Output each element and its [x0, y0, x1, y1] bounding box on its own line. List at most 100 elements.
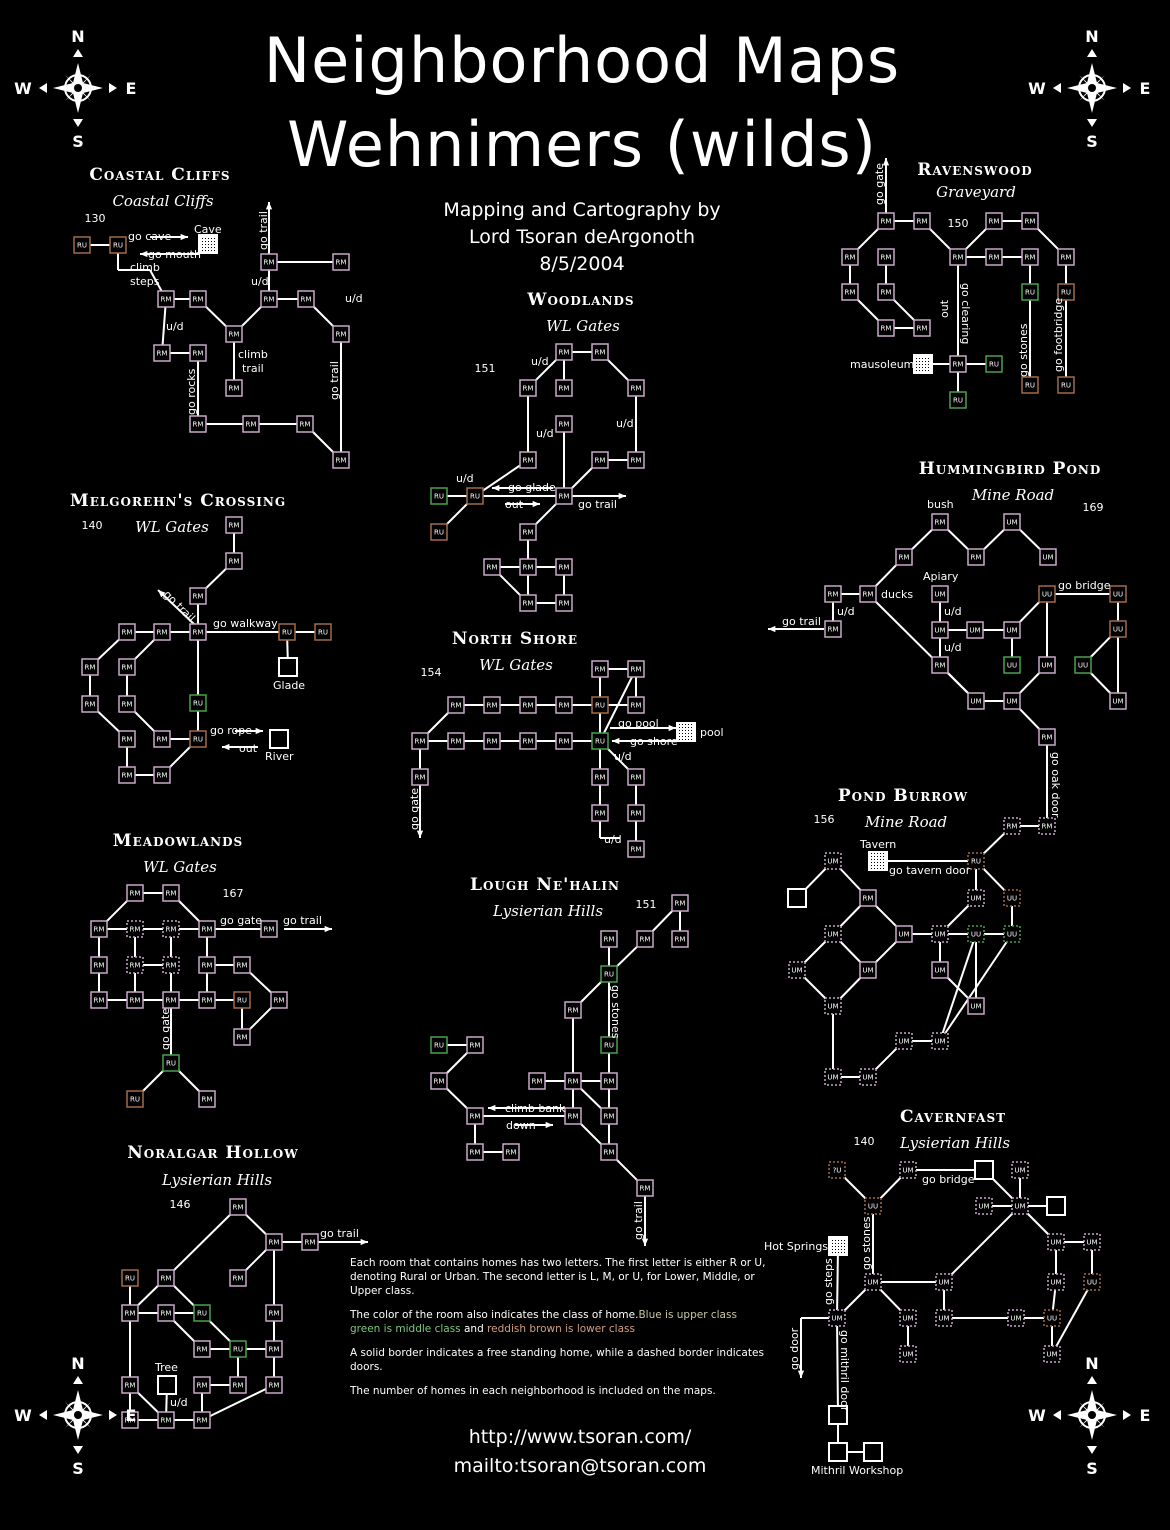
- room-ru[interactable]: RU: [278, 623, 296, 641]
- room-rm[interactable]: RM: [189, 344, 207, 362]
- room-ru[interactable]: RU: [121, 1269, 139, 1287]
- room-rm[interactable]: RM: [591, 804, 609, 822]
- room-rm[interactable]: RM: [931, 513, 949, 531]
- room-um[interactable]: UM: [1038, 656, 1056, 674]
- room-rm[interactable]: RM: [519, 696, 537, 714]
- room-ru[interactable]: RU: [466, 487, 484, 505]
- room-uu[interactable]: UU: [1109, 620, 1127, 638]
- room-rm[interactable]: RM: [627, 768, 645, 786]
- room-rm[interactable]: RM: [985, 248, 1003, 266]
- room-rm[interactable]: RM: [1057, 248, 1075, 266]
- room-rm[interactable]: RM: [189, 290, 207, 308]
- room-rm[interactable]: RM: [564, 1001, 582, 1019]
- room-rm[interactable]: RM: [555, 594, 573, 612]
- room-um[interactable]: UM: [967, 692, 985, 710]
- room-rm[interactable]: RM: [229, 1376, 247, 1394]
- room-rm[interactable]: RM: [121, 1376, 139, 1394]
- room-um[interactable]: UM: [1003, 513, 1021, 531]
- room-rm[interactable]: RM: [126, 884, 144, 902]
- room-rm[interactable]: RM: [225, 379, 243, 397]
- room-rm[interactable]: RM: [627, 696, 645, 714]
- room-rm[interactable]: RM: [466, 1107, 484, 1125]
- room-um[interactable]: UM: [931, 621, 949, 639]
- room-um[interactable]: UM: [1109, 692, 1127, 710]
- room-rm[interactable]: RM: [502, 1143, 520, 1161]
- room-rm[interactable]: RM: [913, 212, 931, 230]
- room-rm[interactable]: RM: [877, 212, 895, 230]
- room-rm[interactable]: RM: [1038, 728, 1056, 746]
- tree-home[interactable]: [157, 1375, 177, 1395]
- room-rm[interactable]: RM: [332, 451, 350, 469]
- room-rm[interactable]: RM: [121, 1411, 139, 1429]
- room-uu[interactable]: UU: [864, 1197, 882, 1215]
- room-rm[interactable]: RM: [162, 956, 180, 974]
- room-rm[interactable]: RM: [627, 451, 645, 469]
- room-rm[interactable]: RM: [157, 290, 175, 308]
- room-rm[interactable]: RM: [564, 1072, 582, 1090]
- room-ru[interactable]: RU: [591, 696, 609, 714]
- room-rm[interactable]: RM: [859, 585, 877, 603]
- room-rm[interactable]: RM: [627, 804, 645, 822]
- room-rm[interactable]: RM: [157, 1304, 175, 1322]
- room-ru[interactable]: RU: [126, 1090, 144, 1108]
- room-um[interactable]: UM: [967, 997, 985, 1015]
- room-rm[interactable]: RM: [447, 732, 465, 750]
- room-rm[interactable]: RM: [301, 1233, 319, 1251]
- room-rm[interactable]: RM: [265, 1233, 283, 1251]
- glade-home[interactable]: [278, 657, 298, 677]
- room-um[interactable]: UM: [824, 925, 842, 943]
- cave-icon[interactable]: [198, 234, 218, 254]
- room-rm[interactable]: RM: [555, 696, 573, 714]
- room-rm[interactable]: RM: [967, 548, 985, 566]
- room-uu[interactable]: UU: [1003, 889, 1021, 907]
- room-unknown[interactable]: ?U: [828, 1161, 846, 1179]
- room-rm[interactable]: RM: [118, 766, 136, 784]
- room-rm[interactable]: RM: [859, 889, 877, 907]
- room-rm[interactable]: RM: [153, 344, 171, 362]
- room-rm[interactable]: RM: [296, 415, 314, 433]
- room-rm[interactable]: RM: [877, 248, 895, 266]
- room-rm[interactable]: RM: [198, 920, 216, 938]
- room-rm[interactable]: RM: [877, 283, 895, 301]
- room-um[interactable]: UM: [859, 1068, 877, 1086]
- room-rm[interactable]: RM: [671, 930, 689, 948]
- room-rm[interactable]: RM: [198, 1090, 216, 1108]
- room-rm[interactable]: RM: [483, 732, 501, 750]
- room-rm[interactable]: RM: [265, 1304, 283, 1322]
- room-ru[interactable]: RU: [233, 991, 251, 1009]
- room-rm[interactable]: RM: [126, 920, 144, 938]
- cavernfast-home[interactable]: [1046, 1196, 1066, 1216]
- room-rm[interactable]: RM: [483, 558, 501, 576]
- room-rm[interactable]: RM: [519, 732, 537, 750]
- room-rm[interactable]: RM: [528, 1072, 546, 1090]
- room-um[interactable]: UM: [899, 1161, 917, 1179]
- pool-icon[interactable]: [676, 722, 696, 742]
- pond-burrow-home[interactable]: [787, 888, 807, 908]
- room-rm[interactable]: RM: [627, 660, 645, 678]
- room-rm[interactable]: RM: [627, 840, 645, 858]
- room-rm[interactable]: RM: [157, 1269, 175, 1287]
- room-rm[interactable]: RM: [265, 1340, 283, 1358]
- room-rm[interactable]: RM: [233, 956, 251, 974]
- room-um[interactable]: UM: [899, 1345, 917, 1363]
- room-um[interactable]: UM: [1003, 692, 1021, 710]
- room-rm[interactable]: RM: [193, 1340, 211, 1358]
- room-um[interactable]: UM: [824, 1068, 842, 1086]
- room-um[interactable]: UM: [828, 1309, 846, 1327]
- room-um[interactable]: UM: [1011, 1197, 1029, 1215]
- mithril-workshop-home[interactable]: [828, 1405, 848, 1425]
- hot-springs-icon[interactable]: [828, 1236, 848, 1256]
- room-ru[interactable]: RU: [949, 391, 967, 409]
- room-um[interactable]: UM: [824, 997, 842, 1015]
- room-rm[interactable]: RM: [162, 884, 180, 902]
- room-rm[interactable]: RM: [198, 956, 216, 974]
- room-rm[interactable]: RM: [824, 620, 842, 638]
- room-rm[interactable]: RM: [118, 730, 136, 748]
- room-rm[interactable]: RM: [229, 1269, 247, 1287]
- room-rm[interactable]: RM: [121, 1304, 139, 1322]
- room-ru[interactable]: RU: [189, 694, 207, 712]
- room-rm[interactable]: RM: [591, 451, 609, 469]
- room-rm[interactable]: RM: [411, 768, 429, 786]
- room-rm[interactable]: RM: [118, 695, 136, 713]
- room-rm[interactable]: RM: [189, 623, 207, 641]
